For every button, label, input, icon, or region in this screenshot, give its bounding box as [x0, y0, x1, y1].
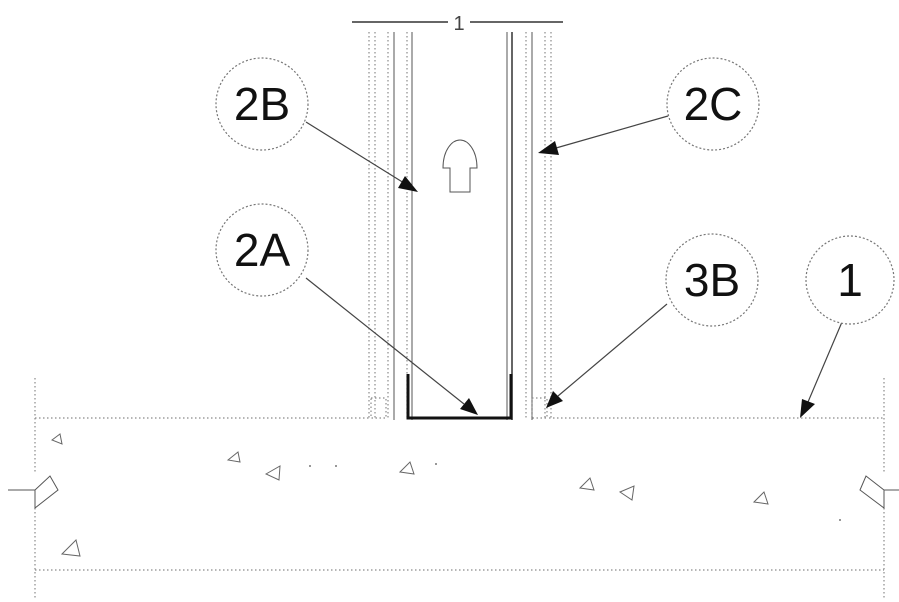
base-packer-left — [370, 397, 387, 419]
break-line-left — [8, 475, 59, 510]
concrete-aggregate — [50, 433, 841, 557]
bubble-circle — [215, 203, 309, 297]
callout-bubble-2b: 2B — [215, 57, 309, 151]
aggregate-mark — [398, 461, 415, 475]
callout-bubble-2c: 2C — [666, 57, 760, 151]
cavity-direction-symbol — [442, 139, 478, 193]
aggregate-mark — [50, 433, 63, 445]
arrowhead-3b — [546, 391, 563, 408]
aggregate-mark — [226, 451, 241, 463]
aggregate-mark — [60, 539, 81, 557]
callout-bubble-1: 1 — [805, 235, 895, 325]
arrowhead-2b — [398, 176, 418, 192]
wall-thickness-dimension: 1 — [352, 13, 563, 35]
bottom-track-channel — [406, 374, 513, 420]
arrowhead-1 — [800, 399, 815, 418]
leader-2c — [555, 115, 669, 149]
bubble-circle — [666, 57, 760, 151]
concrete-slab — [8, 378, 899, 600]
bubble-circle — [805, 235, 895, 325]
stud-wall — [368, 32, 552, 420]
aggregate-mark — [578, 477, 595, 491]
aggregate-dot — [335, 465, 337, 467]
aggregate-dot — [839, 519, 841, 521]
callout-label-3b: 3B — [684, 254, 740, 306]
aggregate-dot — [309, 465, 311, 467]
leader-1 — [807, 321, 843, 403]
dimension-label: 1 — [453, 13, 464, 35]
aggregate-dot — [435, 463, 437, 465]
arrowhead-2c — [538, 141, 559, 155]
arrowhead-2a — [460, 398, 478, 415]
leader-3b — [557, 303, 668, 397]
leaders — [305, 115, 843, 418]
callout-label-1: 1 — [837, 254, 863, 306]
aggregate-mark — [618, 485, 635, 501]
callout-label-2a: 2A — [234, 224, 291, 276]
callout-bubble-3b: 3B — [665, 233, 759, 327]
aggregate-mark — [264, 465, 281, 481]
callout-label-2c: 2C — [684, 78, 743, 130]
base-packer-right — [531, 397, 548, 419]
break-line-right — [859, 475, 899, 509]
leader-2a — [305, 277, 465, 405]
aggregate-mark — [752, 491, 769, 505]
leader-2b — [305, 121, 405, 184]
bubble-circle — [665, 233, 759, 327]
callout-label-2b: 2B — [234, 78, 290, 130]
bubble-circle — [215, 57, 309, 151]
callout-bubble-2a: 2A — [215, 203, 309, 297]
